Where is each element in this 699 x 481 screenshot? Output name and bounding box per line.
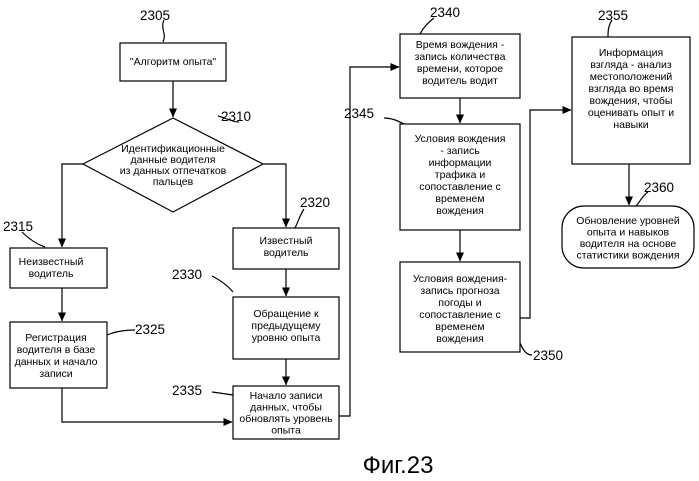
- ref-2310: 2310: [221, 109, 251, 124]
- label-line: запись количества: [415, 51, 506, 63]
- known-driver-label: Известныйводитель: [260, 235, 313, 259]
- ref-2325: 2325: [135, 322, 165, 337]
- label-line: водитель: [264, 247, 309, 259]
- label-line: трафика и: [435, 169, 486, 181]
- leader-2340: [420, 18, 434, 34]
- arrow-registration-to-start: [62, 388, 232, 422]
- label-line: уровню опыта: [252, 332, 321, 344]
- leader-2350: [520, 343, 532, 355]
- label-line: опыта: [271, 425, 301, 437]
- leader-2335: [212, 392, 233, 395]
- label-line: местоположений: [590, 71, 673, 83]
- ref-2355: 2355: [598, 8, 628, 23]
- arrow-decision-to-known: [263, 164, 286, 227]
- leader-2345: [384, 118, 404, 124]
- ref-2350: 2350: [533, 348, 563, 363]
- label-line: данных, чтобы: [250, 402, 322, 414]
- label-line: обновлять уровень: [239, 413, 333, 425]
- label-line: Обновление уровней: [576, 215, 680, 227]
- label-line: Условия вождения-: [413, 273, 508, 285]
- gaze-info-label: Информациявзгляда - анализместоположений…: [588, 47, 674, 131]
- label-line: водитель: [29, 268, 74, 280]
- ref-2315: 2315: [3, 219, 33, 234]
- label-line: водитель водит: [422, 75, 498, 87]
- label-line: данных и начало: [15, 356, 98, 368]
- ref-2305: 2305: [140, 8, 170, 23]
- label-line: сопоставление с: [419, 309, 501, 321]
- figure-caption: Фиг.23: [363, 452, 434, 479]
- label-line: информации: [429, 157, 492, 169]
- label-line: опыта и навыков: [587, 227, 670, 239]
- label-line: времени, которое: [417, 63, 503, 75]
- leader-2305: [163, 20, 165, 42]
- label-line: взгляда во время: [589, 83, 674, 95]
- label-line: - запись: [440, 145, 480, 157]
- label-line: навыки: [613, 119, 648, 131]
- label-line: временем: [435, 321, 484, 333]
- label-line: Регистрация: [25, 332, 86, 344]
- label-line: вождения: [436, 205, 484, 217]
- label-line: вождения: [436, 333, 484, 345]
- previous-level-label: Обращение кпредыдущемууровню опыта: [251, 308, 321, 344]
- label-line: Условия вождения: [415, 133, 506, 145]
- update-levels-label: Обновление уровнейопыта и навыковводител…: [576, 215, 680, 262]
- leader-2325: [107, 330, 135, 335]
- label-line: предыдущему: [251, 320, 321, 332]
- label-line: водителя в базе: [17, 344, 96, 356]
- ref-2320: 2320: [300, 195, 330, 210]
- arrow-weather-to-gaze: [520, 110, 571, 318]
- driving-time-label: Время вождения -запись количествавремени…: [415, 39, 506, 87]
- label-line: Начало записи: [250, 390, 323, 402]
- ref-2340: 2340: [430, 5, 460, 20]
- label-line: погоды и: [438, 297, 481, 309]
- label-line: пальцев: [153, 176, 194, 188]
- label-line: сопоставление с: [419, 181, 501, 193]
- arrow-decision-to-unknown: [62, 164, 83, 247]
- label-line: "Алгоритм опыта": [130, 56, 217, 68]
- label-line: оценивать опыт и: [588, 107, 674, 119]
- label-line: Информация: [599, 47, 663, 59]
- leader-2330: [212, 276, 233, 292]
- label-line: вождения, чтобы: [590, 95, 673, 107]
- label-line: взгляда - анализ: [590, 59, 671, 71]
- ref-2335: 2335: [172, 383, 202, 398]
- label-line: Время вождения -: [416, 39, 505, 51]
- label-line: временем: [435, 193, 484, 205]
- ref-2330: 2330: [172, 267, 202, 282]
- label-line: Известный: [260, 235, 313, 247]
- label-line: статистики вождения: [576, 250, 679, 262]
- label-line: Обращение к: [253, 308, 319, 320]
- ref-2360: 2360: [644, 180, 674, 195]
- label-line: водителя на основе: [580, 238, 677, 250]
- ref-2345: 2345: [344, 106, 374, 121]
- leader-2315: [22, 232, 45, 247]
- label-line: Неизвестный: [19, 256, 84, 268]
- algorithm-label: "Алгоритм опыта": [130, 56, 217, 68]
- leader-2320: [295, 209, 304, 228]
- label-line: запись прогноза: [420, 285, 499, 297]
- label-line: записи: [39, 368, 72, 380]
